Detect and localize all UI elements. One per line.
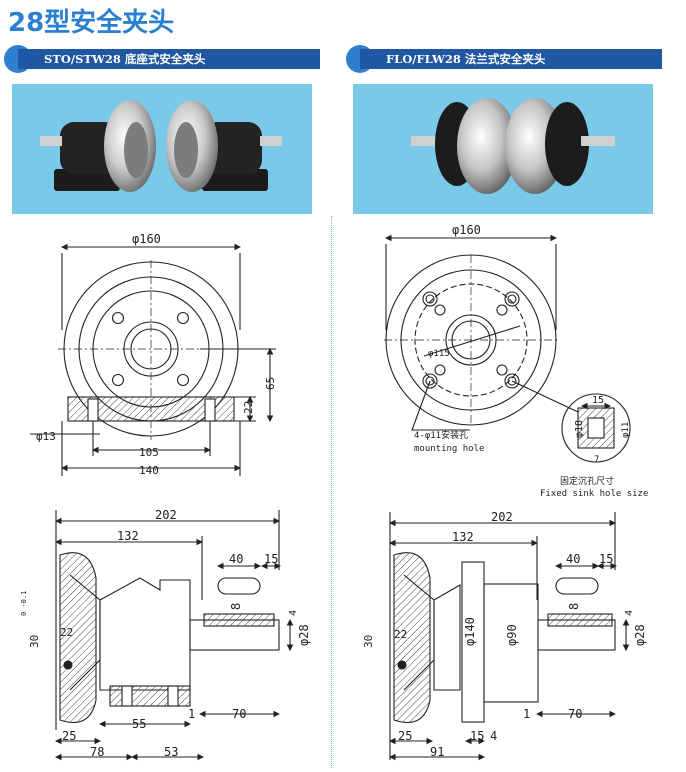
dim-4: 4 [624, 610, 635, 616]
dim-body-90: φ90 [505, 624, 519, 646]
dim-15b: 15 [470, 729, 484, 743]
dim-pcd-115: φ115 [428, 349, 450, 359]
dim-shaft-28: φ28 [633, 624, 647, 646]
note-mounting-hole-en: mounting hole [414, 444, 484, 454]
dim-1: 1 [523, 707, 530, 721]
detail-note-cn: 固定沉孔尺寸 [560, 475, 614, 487]
dim-width-140: 140 [139, 464, 159, 477]
detail-dim-7: 7 [594, 455, 599, 465]
detail-dim-15: 15 [592, 395, 604, 406]
dim-shaft-28: φ28 [297, 624, 311, 646]
dim-55: 55 [132, 717, 146, 731]
dim-bore-22: 22 [60, 626, 73, 639]
dim-25: 25 [62, 729, 76, 743]
dim-key-8: 8 [567, 603, 581, 610]
dim-total-202: 202 [491, 510, 513, 524]
right-side-view [388, 512, 630, 761]
left-front-view [30, 243, 276, 476]
dim-hole-13: φ13 [36, 430, 56, 443]
dim-53: 53 [164, 745, 178, 759]
dim-40: 40 [566, 552, 580, 566]
detail-note-en: Fixed sink hole size [540, 489, 648, 499]
dim-height-65: 65 [264, 377, 277, 390]
dim-1: 1 [188, 707, 195, 721]
product-photo-base-type [12, 84, 312, 214]
dim-15: 15 [599, 552, 613, 566]
page-title: 28型安全夹头 [8, 8, 175, 38]
dim-bore-22: 22 [394, 628, 407, 641]
detail-dim-18: φ18 [574, 420, 585, 438]
dim-91: 91 [430, 745, 444, 759]
right-section-header: FLO/FLW28 法兰式安全夹头 [346, 45, 662, 73]
dim-key-8: 8 [229, 603, 243, 610]
dim-40: 40 [229, 552, 243, 566]
dim-total-202: 202 [155, 508, 177, 522]
dim-tolerance: 0 -0.1 [20, 591, 28, 616]
note-mounting-hole-cn: 4-φ11安装孔 [414, 429, 468, 441]
section-divider [331, 216, 332, 768]
dim-bore-30: 30 [362, 635, 375, 648]
dim-78: 78 [90, 745, 104, 759]
dim-132: 132 [117, 529, 139, 543]
dim-diameter-160: φ160 [132, 232, 161, 246]
dim-4b: 4 [490, 729, 497, 743]
dim-132: 132 [452, 530, 474, 544]
dim-25: 25 [398, 729, 412, 743]
product-photo-flange-type [353, 84, 653, 214]
left-side-view [54, 510, 294, 761]
dim-15: 15 [264, 552, 278, 566]
dim-diameter-160: φ160 [452, 223, 481, 237]
dim-70: 70 [568, 707, 582, 721]
right-front-view [384, 234, 631, 463]
dim-holes-105: 105 [139, 446, 159, 459]
dim-flange-140: φ140 [463, 617, 477, 646]
detail-dim-11: φ11 [621, 422, 631, 438]
right-header-label: FLO/FLW28 法兰式安全夹头 [360, 49, 662, 69]
dim-4: 4 [288, 610, 299, 616]
left-header-label: STO/STW28 底座式安全夹头 [18, 49, 320, 69]
dim-bore-30: 30 [28, 635, 41, 648]
dim-70: 70 [232, 707, 246, 721]
left-section-header: STO/STW28 底座式安全夹头 [4, 45, 320, 73]
dim-base-22: 22 [242, 401, 255, 414]
